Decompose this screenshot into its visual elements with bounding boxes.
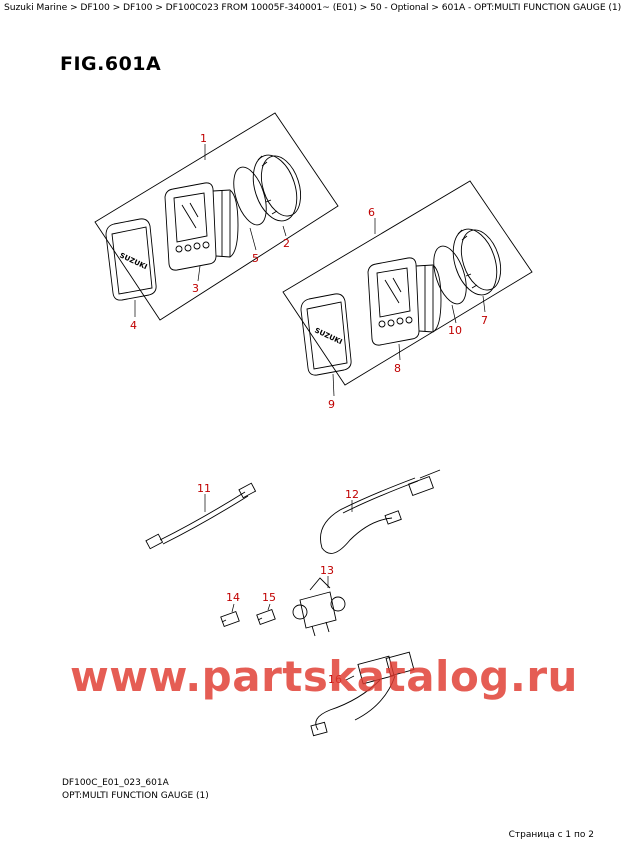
ring-part-2 <box>252 154 302 222</box>
cover-part-9 <box>300 293 352 376</box>
callout-2[interactable]: 2 <box>283 237 290 250</box>
connector-part-13 <box>292 577 346 637</box>
callout-16[interactable]: 16 <box>328 673 342 686</box>
callout-8[interactable]: 8 <box>394 362 401 375</box>
cover-part-4 <box>105 218 157 301</box>
callout-4[interactable]: 4 <box>130 319 137 332</box>
gauge-body-part-3 <box>164 182 239 271</box>
callout-13[interactable]: 13 <box>320 564 334 577</box>
callout-15[interactable]: 15 <box>262 591 276 604</box>
breadcrumb: Suzuki Marine > DF100 > DF100 > DF100C02… <box>4 2 621 13</box>
diagram-code: DF100C_E01_023_601A <box>62 778 169 788</box>
callout-9[interactable]: 9 <box>328 398 335 411</box>
watermark: www.partskatalog.ru <box>70 652 578 701</box>
callout-11[interactable]: 11 <box>197 482 211 495</box>
cable-part-12 <box>320 469 441 554</box>
callout-1[interactable]: 1 <box>200 132 207 145</box>
group-box-1 <box>94 112 339 321</box>
figure-title: FIG.601A <box>60 53 162 75</box>
oring-part-10 <box>433 245 467 305</box>
callout-12[interactable]: 12 <box>345 488 359 501</box>
cable-part-11 <box>145 482 257 550</box>
harness-part-16 <box>310 651 415 737</box>
callout-7[interactable]: 7 <box>481 314 488 327</box>
leader-lines <box>134 144 486 681</box>
oring-part-5 <box>233 166 267 226</box>
callout-5[interactable]: 5 <box>252 252 259 265</box>
cover-logo-4: SUZUKI <box>118 251 148 271</box>
terminator-part-14 <box>220 610 240 628</box>
ring-part-7 <box>452 228 502 296</box>
parts-diagram: SUZUKI SUZUKI 1 2 3 4 5 6 7 8 9 10 11 12… <box>94 112 533 737</box>
callout-6[interactable]: 6 <box>368 206 375 219</box>
page-indicator: Страница с 1 по 2 <box>508 830 594 840</box>
gauge-body-part-8 <box>367 257 442 346</box>
group-box-6 <box>282 180 533 386</box>
callout-3[interactable]: 3 <box>192 282 199 295</box>
terminator-part-15 <box>256 608 276 626</box>
cover-logo-9: SUZUKI <box>313 326 343 346</box>
callout-14[interactable]: 14 <box>226 591 240 604</box>
diagram-subtitle: OPT:MULTI FUNCTION GAUGE (1) <box>62 791 209 801</box>
callout-10[interactable]: 10 <box>448 324 462 337</box>
